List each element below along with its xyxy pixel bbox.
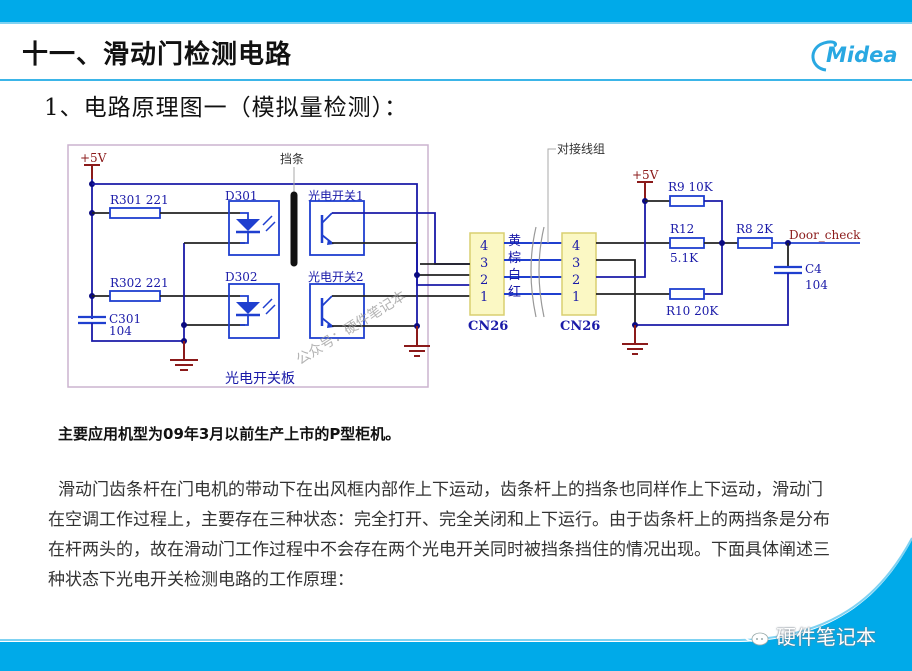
diagonal-watermark: 公众号：硬件笔记本	[294, 288, 409, 368]
resistor-r8	[737, 237, 773, 249]
cn-right-pin-3: 3	[572, 256, 580, 271]
top-banner-rule	[0, 22, 912, 24]
cn-left-pin-3: 3	[480, 256, 488, 271]
supply-label-right: +5V	[632, 168, 659, 182]
section-subtitle: 1、电路原理图一（模拟量检测）：	[44, 95, 409, 121]
wechat-icon	[743, 625, 769, 645]
supply-label-left: +5V	[80, 151, 107, 165]
r9-label: R9 10K	[668, 180, 714, 194]
footer-watermark-text: 硬件笔记本	[776, 625, 876, 649]
wire-color-yellow: 黄	[508, 234, 521, 249]
ground-symbol-right	[622, 325, 648, 355]
c301-value: 104	[109, 324, 132, 338]
cn-left-pin-1: 1	[480, 290, 488, 305]
resistor-r9	[669, 195, 705, 207]
r8-label: R8 2K	[736, 222, 774, 236]
cn-left-pin-2: 2	[480, 273, 488, 288]
supply-symbol-left	[84, 164, 100, 179]
wire-color-brown: 棕	[508, 251, 521, 266]
c301-name: C301	[109, 312, 141, 326]
connector-cn26-left	[469, 232, 505, 316]
ground-symbol-left	[170, 341, 198, 371]
blocker-label: 挡条	[280, 152, 304, 166]
photo-switch-1	[309, 200, 365, 256]
cn-left-pin-4: 4	[480, 239, 488, 254]
door-check-label: Door_check	[789, 228, 861, 242]
cn-right-pin-1: 1	[572, 290, 580, 305]
cn-right-name: CN26	[560, 319, 600, 334]
r10-label: R10 20K	[666, 304, 719, 318]
led-d301	[228, 200, 280, 256]
resistor-r301	[109, 207, 161, 219]
d302-label: D302	[225, 270, 258, 284]
footer-watermark: 硬件笔记本	[742, 621, 876, 650]
r301-label: R301 221	[110, 193, 169, 207]
harness-label: 对接线组	[557, 141, 605, 156]
r302-label: R302 221	[110, 276, 169, 290]
d301-label: D301	[225, 189, 258, 203]
logo-text: Midea	[826, 43, 898, 67]
board-label: 光电开关板	[225, 371, 295, 387]
applicable-models-note: 主要应用机型为09年3月以前生产上市的P型柜机。	[58, 425, 401, 443]
r12-name: R12	[670, 222, 694, 236]
midea-logo: Midea	[804, 38, 904, 74]
page-title: 十一、滑动门检测电路	[22, 40, 293, 70]
led-d302	[228, 283, 280, 339]
connector-cn26-right	[561, 232, 597, 316]
board-outline	[67, 144, 429, 388]
ground-symbol-middle	[404, 326, 430, 357]
supply-symbol-right	[637, 181, 653, 201]
r12-value: 5.1K	[670, 251, 699, 265]
switch2-label: 光电开关2	[308, 270, 364, 284]
cable-break-mark	[530, 226, 537, 318]
wire-color-white: 白	[508, 267, 521, 283]
resistor-r12	[669, 237, 705, 249]
c4-value: 104	[805, 278, 828, 292]
c4-name: C4	[805, 262, 822, 276]
description-paragraph: 滑动门齿条杆在门电机的带动下在出风框内部作上下运动，齿条杆上的挡条也同样作上下运…	[48, 480, 830, 590]
title-divider	[0, 79, 912, 81]
resistor-r302	[109, 290, 161, 302]
circuit-schematic: +5V R301 221 R302 221 C301 104 D301	[67, 141, 861, 388]
cn-right-pin-4: 4	[572, 239, 580, 254]
cn-left-name: CN26	[468, 319, 508, 334]
switch1-label: 光电开关1	[308, 189, 364, 203]
top-banner	[0, 0, 912, 22]
midea-swoosh-icon	[811, 40, 838, 72]
cn-right-pin-2: 2	[572, 273, 580, 288]
resistor-r10	[669, 288, 705, 300]
wire-color-red: 红	[508, 284, 521, 300]
